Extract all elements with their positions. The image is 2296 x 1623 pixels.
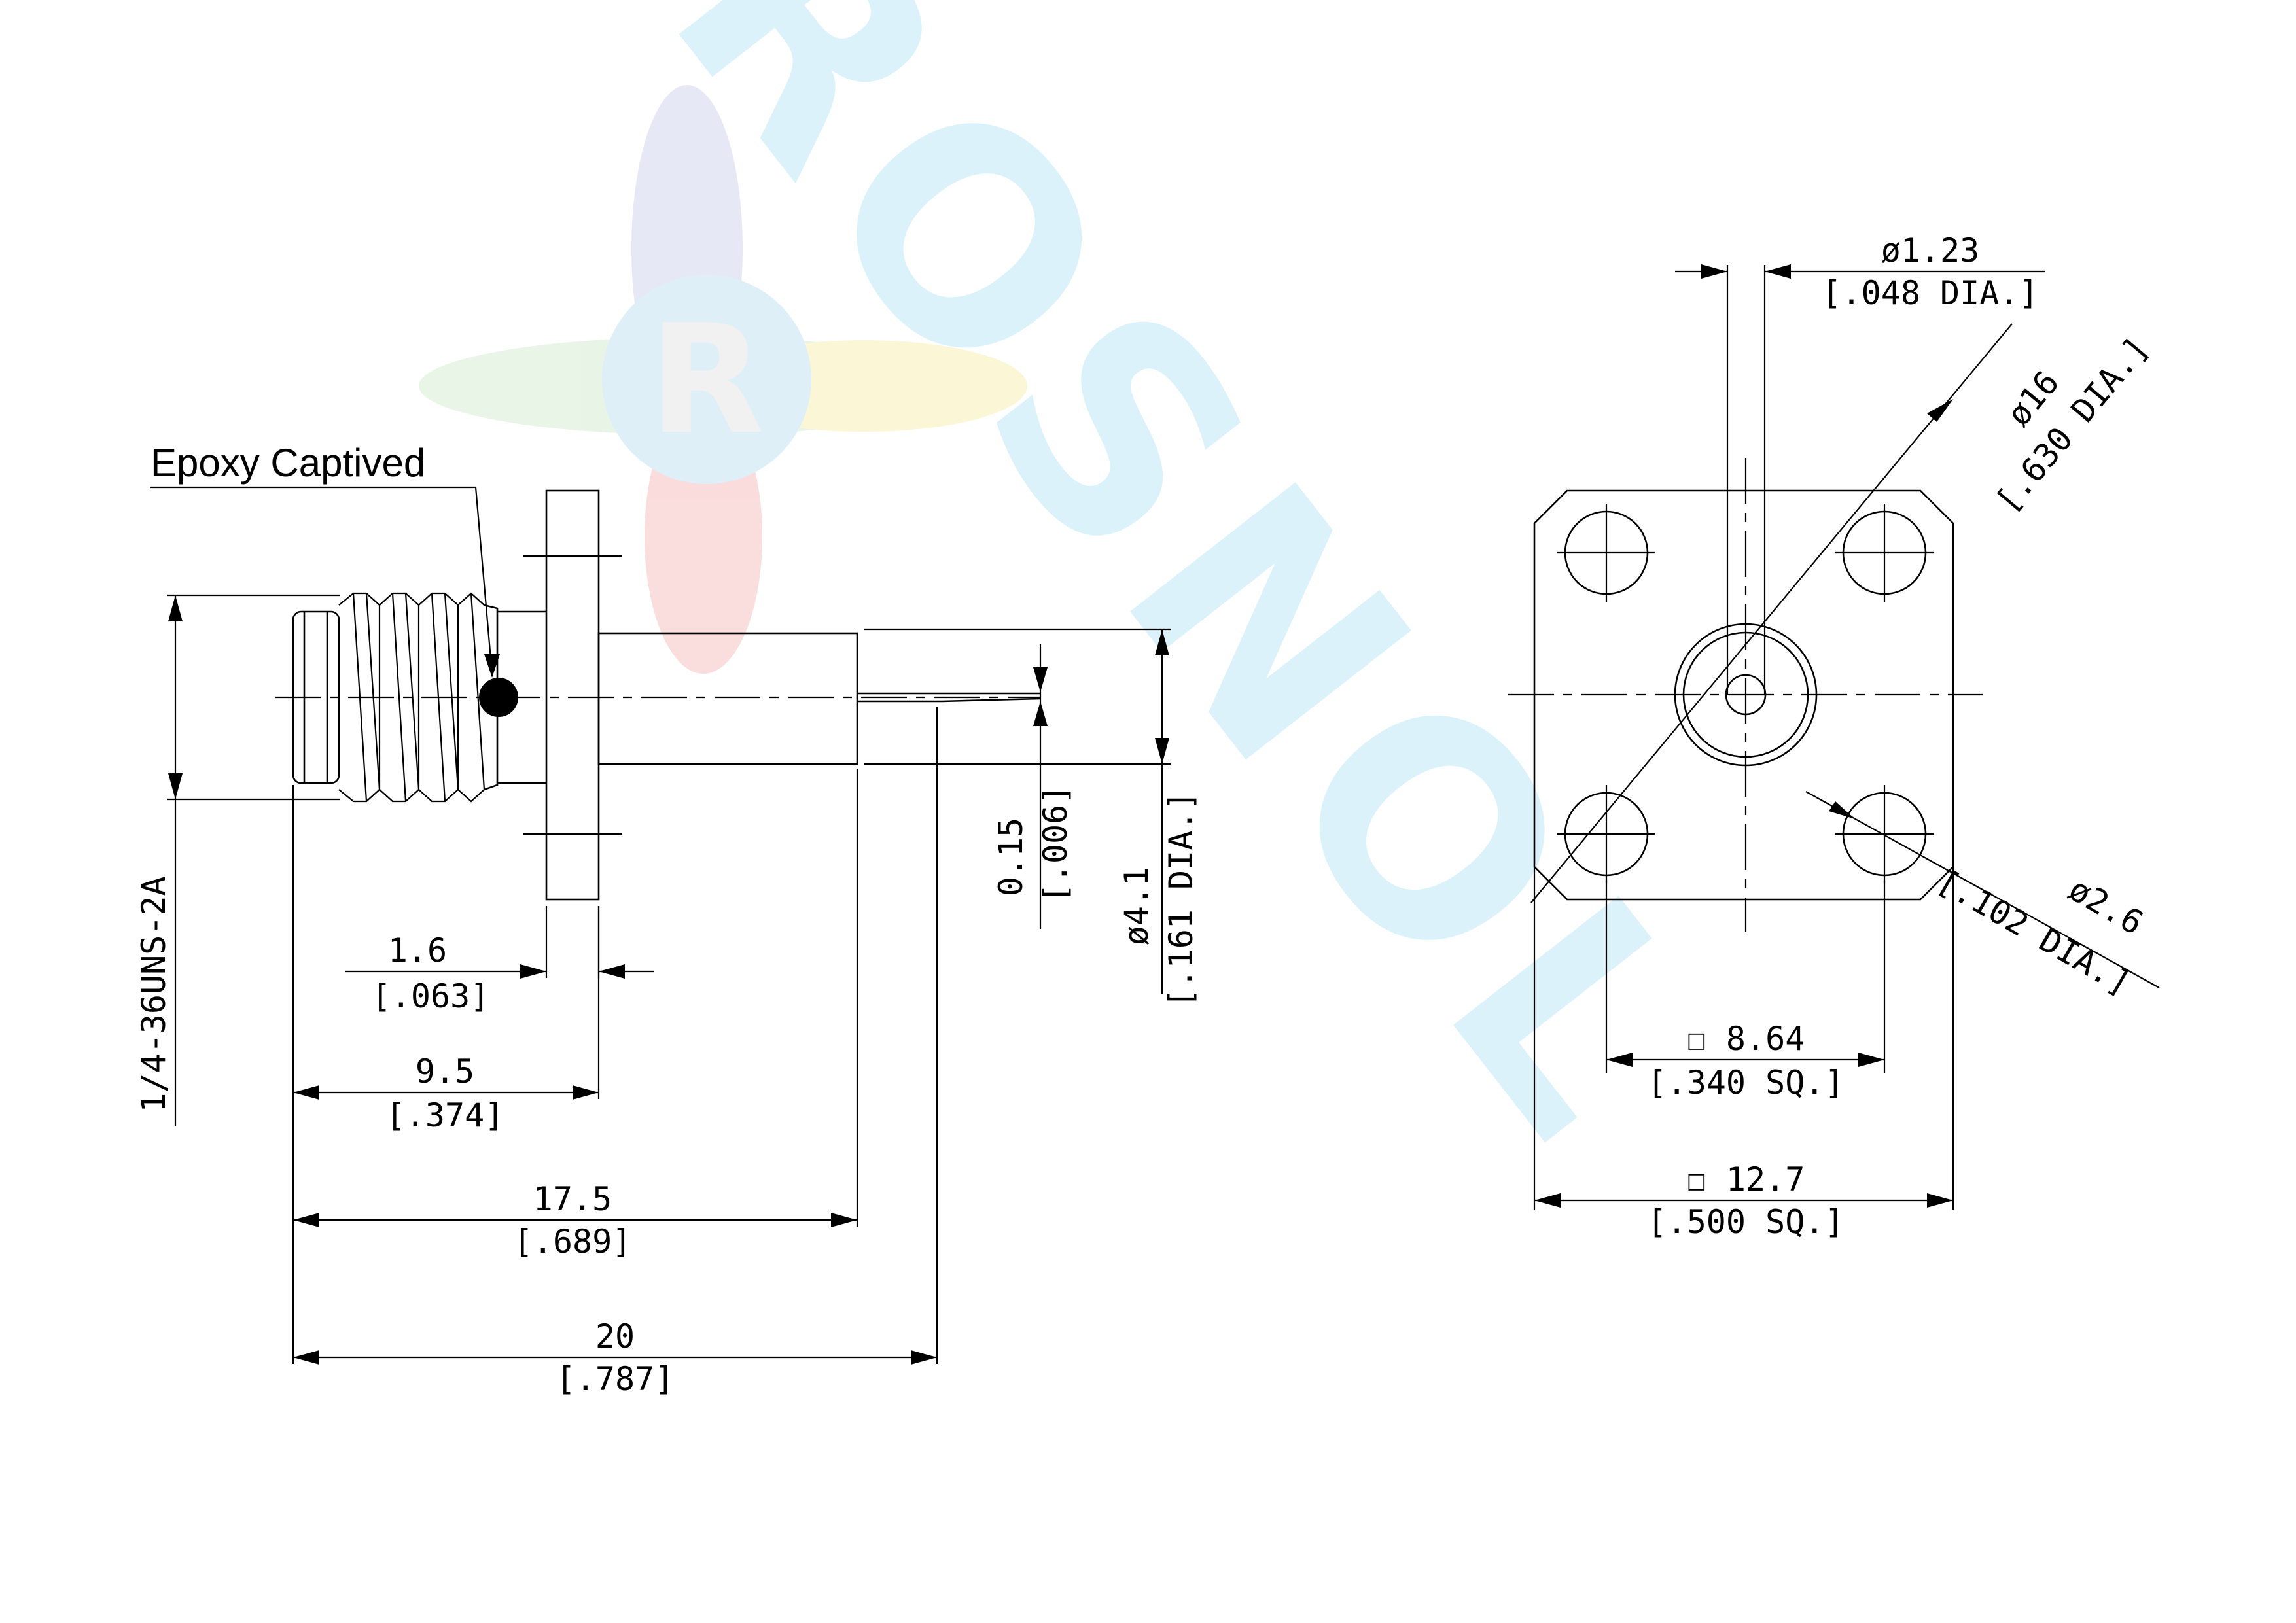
body-length-inch: [.689] [514, 1223, 632, 1261]
overall-length-dimension: 20 [.787] [293, 707, 938, 1398]
threaded-coupling [292, 592, 499, 803]
pin-diameter-inch: [.006] [1036, 785, 1074, 903]
center-pin-mm: ø1.23 [1881, 232, 1980, 270]
thread-to-flange-inch: [.374] [386, 1096, 504, 1134]
mount-hole-mm: ø2.6 [2062, 870, 2149, 942]
side-view: Epoxy Captived 1/4-36UNS-2A 1.6 [.063] 9… [135, 441, 1200, 1398]
watermark-logo: R [419, 85, 1027, 674]
center-pin-extension [1726, 265, 1766, 695]
mounting-holes [1557, 504, 1934, 883]
hole-spacing-mm: ☐ 8.64 [1687, 1020, 1805, 1058]
bolt-circle-inch: [.630 DIA.] [1988, 330, 2156, 520]
flange-square-mm: ☐ 12.7 [1687, 1161, 1805, 1198]
body-diameter-inch: [.161 DIA.] [1162, 791, 1200, 1007]
pin-diameter-dimension: 0.15 [.006] [992, 644, 1074, 929]
rear-body [597, 632, 858, 765]
flange-square-dimension: ☐ 12.7 [.500 SQ.] [1533, 867, 1954, 1241]
epoxy-dot [479, 678, 518, 717]
overall-length-inch: [.787] [556, 1360, 675, 1398]
mount-hole-inch: [.102 DIA.] [1931, 862, 2138, 1003]
center-pin [857, 692, 1041, 703]
body-diameter-dimension: ø4.1 [.161 DIA.] [864, 628, 1200, 1008]
watermark-brand-text: ROSNOL [609, 0, 1773, 1206]
epoxy-callout-label: Epoxy Captived [150, 441, 425, 485]
thread-dimension: 1/4-36UNS-2A [135, 594, 340, 1126]
mount-hole-dimension: ø2.6 [.102 DIA.] [1805, 791, 2160, 1003]
body-length-mm: 17.5 [533, 1180, 612, 1218]
flange-square-inch: [.500 SQ.] [1647, 1203, 1844, 1241]
hole-spacing-inch: [.340 SQ.] [1647, 1064, 1844, 1102]
thread-to-flange-dimension: 9.5 [.374] [292, 785, 600, 1364]
body-length-dimension: 17.5 [.689] [293, 769, 858, 1261]
flange [523, 489, 622, 901]
flange-thickness-mm: 1.6 [388, 932, 447, 969]
center-pin-dimension: ø1.23 [.048 DIA.] [1675, 232, 2045, 312]
front-centerlines [1508, 458, 1983, 932]
thread-to-flange-mm: 9.5 [415, 1053, 474, 1091]
pin-diameter-mm: 0.15 [992, 818, 1030, 896]
center-body [1674, 623, 1818, 767]
body-diameter-mm: ø4.1 [1118, 867, 1156, 945]
flange-thickness-inch: [.063] [372, 977, 490, 1015]
watermark-brand: ROSNOL [609, 0, 1773, 1206]
thread-spec-label: 1/4-36UNS-2A [135, 876, 173, 1112]
flange-thickness-dimension: 1.6 [.063] [345, 906, 654, 1015]
overall-length-mm: 20 [595, 1318, 635, 1355]
watermark-letter: R [648, 293, 764, 468]
epoxy-leader [150, 486, 493, 674]
center-pin-inch: [.048 DIA.] [1822, 274, 2038, 312]
flange-square-outline [1533, 489, 1954, 901]
hole-spacing-dimension: ☐ 8.64 [.340 SQ.] [1605, 880, 1886, 1102]
